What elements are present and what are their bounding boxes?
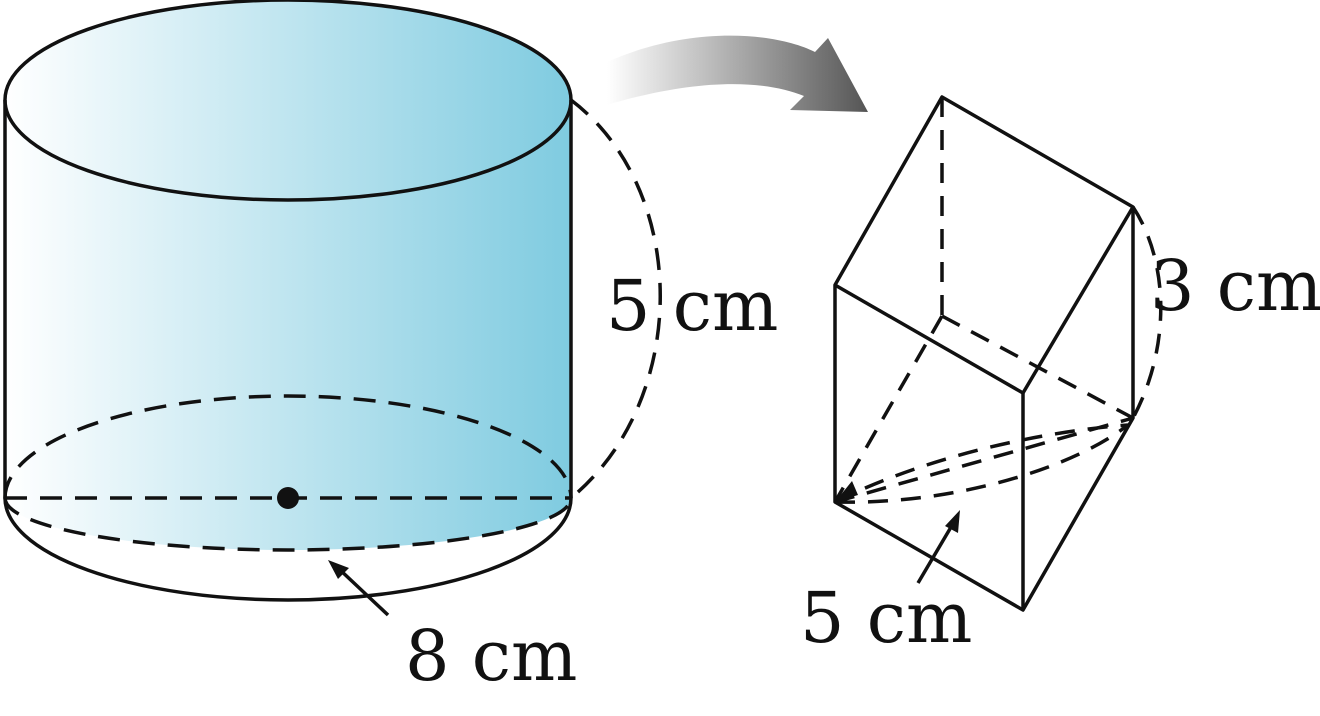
cylinder-height-label: 5 cm (606, 265, 778, 347)
cylinder-top-face (3, 0, 573, 202)
prism-base-label: 5 cm (800, 577, 972, 659)
prism-outline (833, 95, 1135, 612)
prism-top-right-edge (1021, 206, 1135, 394)
transition-arrow (607, 35, 868, 113)
center-point (277, 487, 299, 509)
prism-base-leader-line (916, 521, 956, 584)
diameter-leader-line (336, 566, 390, 617)
prism-base-leader-arrowhead (945, 510, 960, 533)
diameter-leader-arrowhead (328, 560, 349, 579)
cylinder (3, 0, 662, 617)
prism-hidden-edges (833, 97, 1163, 504)
cylinder-diameter-label: 8 cm (405, 615, 577, 697)
prism-front-top-edge (834, 283, 1024, 395)
cylinder-bottom-front-arc (3, 497, 573, 602)
height-dashed-arc (569, 98, 662, 500)
inner-disc-front-arc (3, 497, 573, 552)
cylinder-body (5, 100, 571, 550)
prism-base-arrowhead (835, 481, 858, 502)
prism-height-label: 3 cm (1150, 245, 1320, 327)
cylinder-bottom-back-arc (3, 394, 573, 499)
prism (833, 95, 1163, 612)
